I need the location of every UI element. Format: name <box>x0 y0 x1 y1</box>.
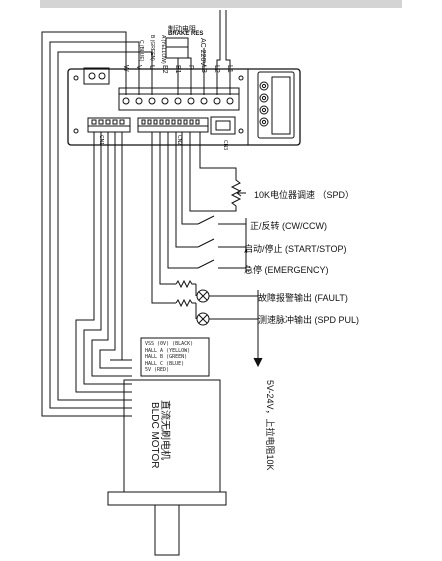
phase-c-label: C (BLUE) <box>138 40 144 62</box>
phase-a-label: A (YELLOW) <box>160 35 166 64</box>
driver-body <box>67 68 301 146</box>
cn1-connector <box>87 117 131 133</box>
terminal-l2: L2 <box>213 65 220 73</box>
display-screen <box>271 76 291 135</box>
cw-ccw-label: 正/反转 (CW/CCW) <box>250 221 327 231</box>
spd-pul-label: 测速脉冲输出 (SPD PUL) <box>258 315 360 325</box>
button-4 <box>259 117 269 127</box>
brake-resistor <box>165 37 189 48</box>
top-bar <box>40 0 402 8</box>
terminal-v: V <box>135 65 142 70</box>
ac-power-label: AC 220V <box>199 38 206 67</box>
driver-port <box>83 67 110 85</box>
hall-wire-5v: 5V (RED) <box>145 367 170 374</box>
spd-label: 10K电位器调速 （SPD） <box>254 190 355 200</box>
emergency-label: 急停 (EMERGENCY) <box>244 265 329 275</box>
mount-hole-bl <box>73 128 79 134</box>
cw-ccw-switch <box>197 215 215 225</box>
terminal-l1: L1 <box>226 65 233 73</box>
motor-label-en: BLDC MOTOR <box>149 402 160 469</box>
terminal-w: W <box>122 65 129 72</box>
terminal-screws <box>122 97 234 105</box>
mount-hole-br <box>238 128 244 134</box>
cn2-label: CN2 <box>176 135 182 146</box>
terminal-l3: L3 <box>200 65 207 73</box>
brake-res-label-cn: 制动电阻 <box>168 26 196 33</box>
emergency-switch <box>197 259 215 269</box>
motor-flange <box>107 491 227 506</box>
mount-hole-tr <box>238 75 244 81</box>
phase-b-label: B (GREEN) <box>149 35 155 61</box>
hall-wire-a: HALL A (YELLOW) <box>145 347 191 354</box>
fault-label: 故障报警输出 (FAULT) <box>258 293 348 303</box>
hall-wire-vss: VSS (0V) (BLACK) <box>145 341 194 347</box>
motor-label-cn: 直流无刷电机 <box>159 400 170 460</box>
motor-shaft <box>154 504 180 556</box>
spd-pul-resistor <box>175 298 196 308</box>
terminal-b1: B1 <box>174 65 181 74</box>
start-stop-label: 启动/停止 (START/STOP) <box>244 244 347 254</box>
start-stop-switch <box>197 238 215 248</box>
button-2 <box>259 93 269 103</box>
supply-note: 5V-24V，上拉电阻10K <box>265 380 275 471</box>
cn2-connector <box>137 117 209 133</box>
hall-wire-b: HALL B (GREEN) <box>145 354 188 361</box>
fault-resistor <box>175 279 196 289</box>
display-panel <box>257 71 295 139</box>
potentiometer <box>230 178 242 208</box>
mount-hole-tl <box>73 75 79 81</box>
cn3-port <box>210 116 236 135</box>
terminal-b2: B2 <box>161 65 168 74</box>
button-3 <box>259 105 269 115</box>
hall-wire-list: VSS (0V) (BLACK) HALL A (YELLOW) HALL B … <box>145 341 193 374</box>
terminal-p: P <box>187 65 194 70</box>
hall-wire-c: HALL C (BLUE) <box>145 360 185 367</box>
cn1-label: CN1 <box>98 135 104 146</box>
cn3-label: CN3 <box>222 140 228 151</box>
button-1 <box>259 81 269 91</box>
terminal-u: U <box>148 65 155 71</box>
power-terminal-block <box>118 87 240 111</box>
hall-label-box <box>140 337 210 377</box>
brake-res-label-en: BRAKE RES <box>168 31 204 37</box>
